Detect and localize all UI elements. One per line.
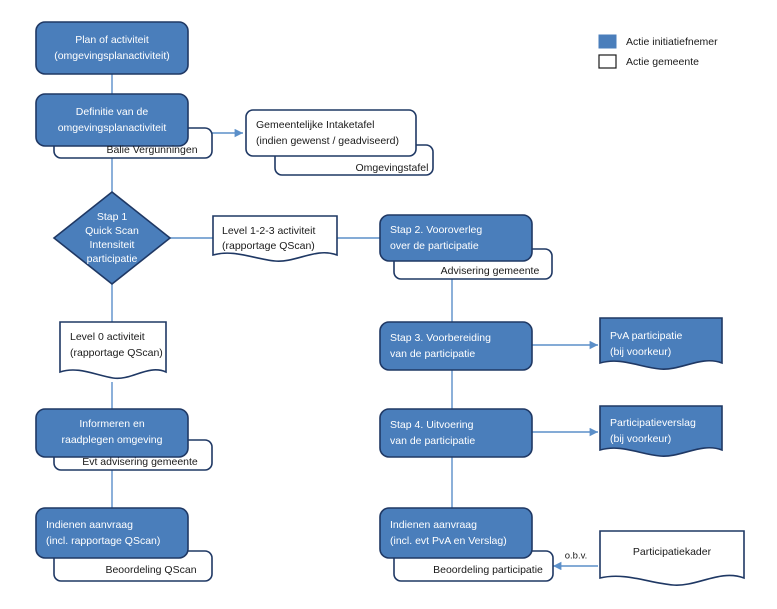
- node-stap3-voorbereiding[interactable]: Stap 3. Voorbereiding van de participati…: [379, 321, 533, 371]
- node-stap4-uitvoering[interactable]: Stap 4. Uitvoering van de participatie: [379, 408, 533, 458]
- node-level123-line2: (rapportage QScan): [222, 240, 315, 252]
- node-stap4-line1: Stap 4. Uitvoering: [390, 419, 474, 431]
- node-gemeentelijke-intaketafel[interactable]: Gemeentelijke Intaketafel (indien gewens…: [245, 109, 417, 157]
- node-definitie-line2: omgevingsplanactiviteit: [58, 122, 167, 134]
- node-advisering-gemeente-label: Advisering gemeente: [441, 265, 540, 277]
- node-pva-line1: PvA participatie: [610, 330, 683, 342]
- node-stap2-vooroverleg[interactable]: Stap 2. Vooroverleg over de participatie: [379, 214, 533, 262]
- legend-label-gemeente: Actie gemeente: [626, 56, 699, 68]
- node-participatieverslag[interactable]: Participatieverslag (bij voorkeur): [599, 405, 723, 457]
- node-indienen-aanvraag-qscan[interactable]: Indienen aanvraag (incl. rapportage QSca…: [35, 507, 189, 559]
- connector-layer: [111, 74, 598, 571]
- node-indienen-links-line2: (incl. rapportage QScan): [46, 535, 160, 547]
- node-definitie-omgevingsplanactiviteit[interactable]: Definitie van de omgevingsplanactiviteit: [35, 93, 189, 147]
- node-level0-line1: Level 0 activiteit: [70, 331, 145, 343]
- node-intaketafel-line1: Gemeentelijke Intaketafel: [256, 119, 374, 131]
- node-plan-of-activiteit-line2: (omgevingsplanactiviteit): [54, 50, 170, 62]
- legend: Actie initiatiefnemer Actie gemeente: [598, 34, 718, 69]
- node-level123-line1: Level 1-2-3 activiteit: [222, 225, 315, 237]
- node-informeren-raadplegen[interactable]: Informeren en raadplegen omgeving: [35, 408, 189, 458]
- node-stap2-line2: over de participatie: [390, 240, 479, 252]
- node-level-0-activiteit[interactable]: Level 0 activiteit (rapportage QScan): [59, 321, 167, 380]
- legend-swatch-gemeente: [598, 54, 617, 69]
- node-pva-line2: (bij voorkeur): [610, 346, 671, 358]
- node-stap1-quickscan[interactable]: Stap 1 Quick Scan Intensiteit participat…: [52, 190, 172, 286]
- node-stap3-line1: Stap 3. Voorbereiding: [390, 332, 491, 344]
- node-plan-of-activiteit[interactable]: Plan of activiteit (omgevingsplanactivit…: [35, 21, 189, 75]
- legend-swatch-initiatiefnemer: [598, 34, 617, 49]
- node-stap4-line2: van de participatie: [390, 435, 475, 447]
- node-informeren-line2: raadplegen omgeving: [62, 434, 163, 446]
- node-indienen-links-line1: Indienen aanvraag: [46, 519, 133, 531]
- node-stap1-line3: Intensiteit: [90, 239, 135, 251]
- edge-label-obv: o.b.v.: [565, 551, 588, 562]
- node-stap1-line4: participatie: [87, 253, 138, 265]
- node-stap2-line1: Stap 2. Vooroverleg: [390, 224, 482, 236]
- node-participatieverslag-line2: (bij voorkeur): [610, 433, 671, 445]
- node-pva-participatie[interactable]: PvA participatie (bij voorkeur): [599, 317, 723, 370]
- node-evt-advisering-label: Evt advisering gemeente: [82, 456, 198, 468]
- node-participatiekader[interactable]: Participatiekader: [599, 530, 745, 586]
- node-participatiekader-label: Participatiekader: [633, 546, 712, 558]
- legend-label-initiatiefnemer: Actie initiatiefnemer: [626, 36, 718, 48]
- node-indienen-aanvraag-participatie[interactable]: Indienen aanvraag (incl. evt PvA en Vers…: [379, 507, 533, 559]
- node-definitie-line1: Definitie van de: [76, 106, 149, 118]
- node-omgevingstafel-label: Omgevingstafel: [356, 162, 429, 174]
- node-stap1-line2: Quick Scan: [85, 225, 139, 237]
- node-stap3-line2: van de participatie: [390, 348, 475, 360]
- node-participatieverslag-line1: Participatieverslag: [610, 417, 696, 429]
- node-level0-line2: (rapportage QScan): [70, 347, 163, 359]
- node-stap1-line1: Stap 1: [97, 211, 128, 223]
- node-informeren-line1: Informeren en: [79, 418, 145, 430]
- node-intaketafel-line2: (indien gewenst / geadviseerd): [256, 135, 399, 147]
- node-balie-vergunningen-label: Balie Vergunningen: [106, 144, 197, 156]
- node-level-123-activiteit[interactable]: Level 1-2-3 activiteit (rapportage QScan…: [212, 215, 338, 262]
- node-indienen-rechts-line1: Indienen aanvraag: [390, 519, 477, 531]
- node-plan-of-activiteit-line1: Plan of activiteit: [75, 34, 149, 46]
- node-indienen-rechts-line2: (incl. evt PvA en Verslag): [390, 535, 507, 547]
- node-beoordeling-participatie-label: Beoordeling participatie: [433, 564, 543, 576]
- node-beoordeling-qscan-label: Beoordeling QScan: [105, 564, 196, 576]
